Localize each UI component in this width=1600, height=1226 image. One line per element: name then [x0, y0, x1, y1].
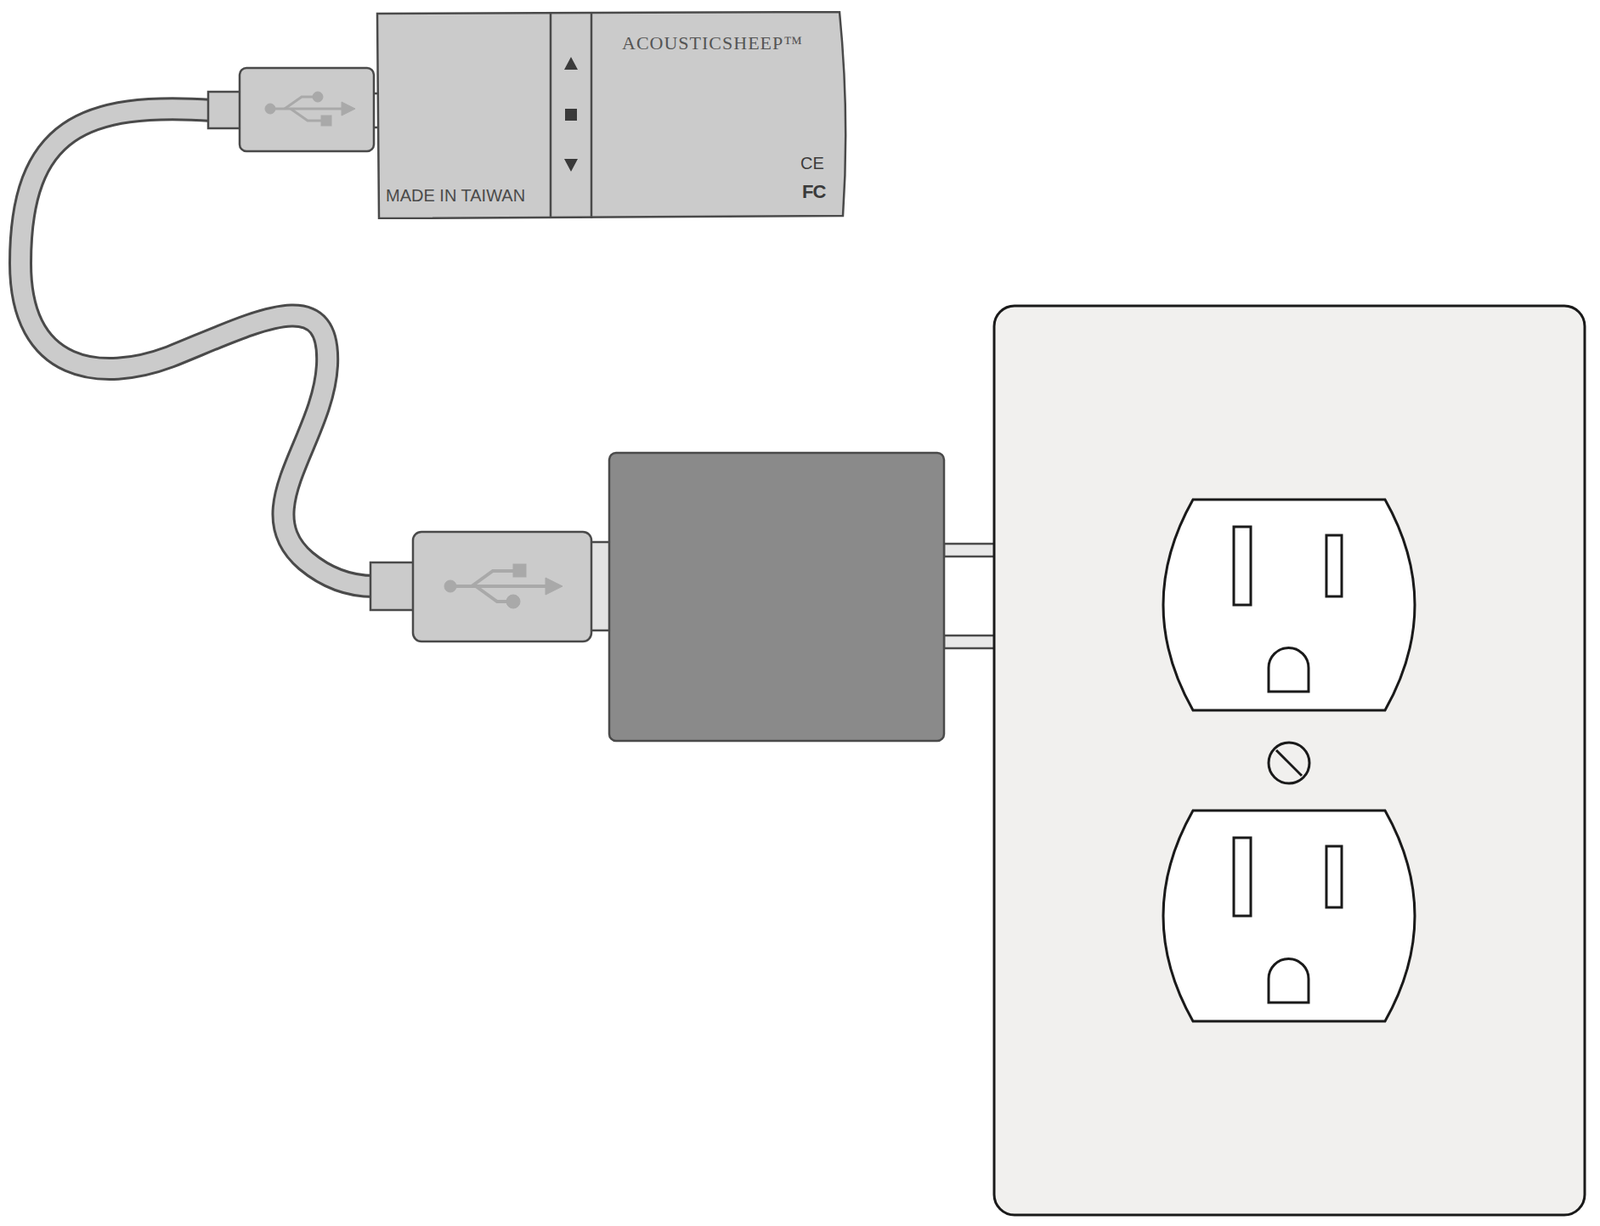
screw: [1268, 742, 1310, 784]
cable: [20, 108, 374, 587]
outlet: [1163, 810, 1415, 1022]
usb-symbol: [265, 91, 356, 126]
strain-relief: [370, 562, 415, 611]
outlet: [1163, 499, 1415, 711]
origin-label: MADE IN TAIWAN: [385, 186, 526, 206]
usb-symbol: [444, 564, 563, 609]
panel-divider: [550, 12, 592, 219]
micro-usb-plug: [239, 67, 374, 152]
usb-a-metal: [590, 542, 611, 631]
power-adapter: [609, 452, 945, 741]
device: ACOUSTICSHEEP™ MADE IN TAIWAN CE FC: [375, 11, 852, 220]
strain-relief: [208, 91, 243, 129]
usb-a-plug: [412, 531, 592, 642]
device-body: [377, 11, 846, 219]
certification-mark: CE: [800, 153, 825, 174]
brand-name: ACOUSTICSHEEP™: [621, 32, 803, 55]
wall-plate: [994, 305, 1585, 1216]
cable: [20, 108, 374, 587]
certification-mark: FC: [802, 180, 826, 204]
button-symbols: [564, 56, 578, 172]
